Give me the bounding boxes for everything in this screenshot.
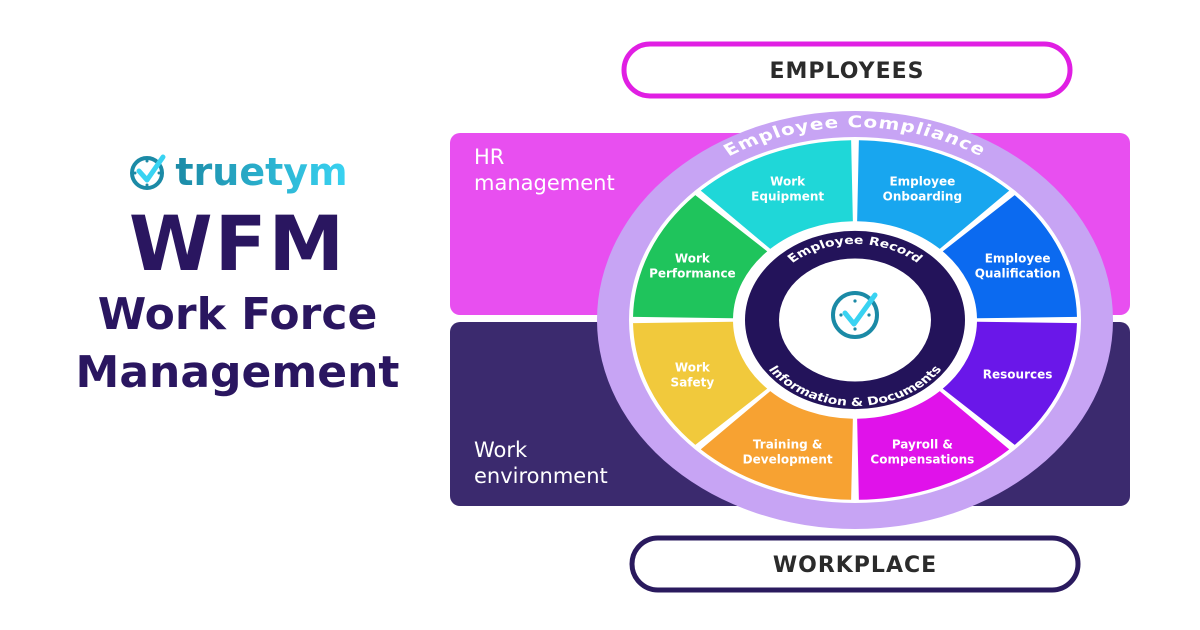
segment-label-line1: Employee [985,251,1051,265]
hr-label-line1: HR [474,145,504,169]
logo-text: truetym [175,150,348,194]
segment-label-line1: Work [770,174,806,188]
segment-label-line2: Equipment [751,189,824,203]
employees-label: EMPLOYEES [769,59,924,84]
segment-label-line2: Onboarding [883,189,962,203]
segment-employee-onboarding [857,140,1010,249]
segment-label-line1: Payroll & [892,438,953,452]
acronym-heading: WFM [128,199,347,288]
branding-panel: truetym WFM Work Force Management [20,150,455,402]
segment-label-line2: Development [743,453,833,467]
segment-label-line2: Compensations [870,453,974,467]
segment-resources [942,321,1077,445]
segment-work-performance [633,195,768,319]
workplace-pill [629,535,1081,593]
segment-training-development [700,391,853,500]
segment-label-line2: Qualification [975,266,1061,280]
title-line-1: Work Force [97,289,378,340]
workplace-label: WORKPLACE [773,553,937,578]
work-env-label-line2: environment [474,464,608,488]
clock-check-icon [831,291,879,339]
segment-payroll-compensations [857,391,1010,500]
segment-label-line1: Work [675,361,711,375]
segment-work-safety [633,321,768,445]
employees-pill [621,41,1073,99]
segment-label-line1: Work [675,251,711,265]
segment-work-equipment [700,140,853,249]
work-env-label-line1: Work [474,438,528,462]
title-line-2: Management [75,347,400,398]
truetym-logo: truetym [20,150,455,194]
clock-check-icon [130,154,166,190]
segment-label-line1: Resources [983,368,1053,382]
segment-label-line2: Performance [649,266,736,280]
segment-employee-qualification [942,195,1077,319]
hr-label-line2: management [474,171,615,195]
segment-label-line1: Training & [753,438,822,452]
segment-label-line1: Employee [889,174,955,188]
segment-label-line2: Safety [671,376,715,390]
